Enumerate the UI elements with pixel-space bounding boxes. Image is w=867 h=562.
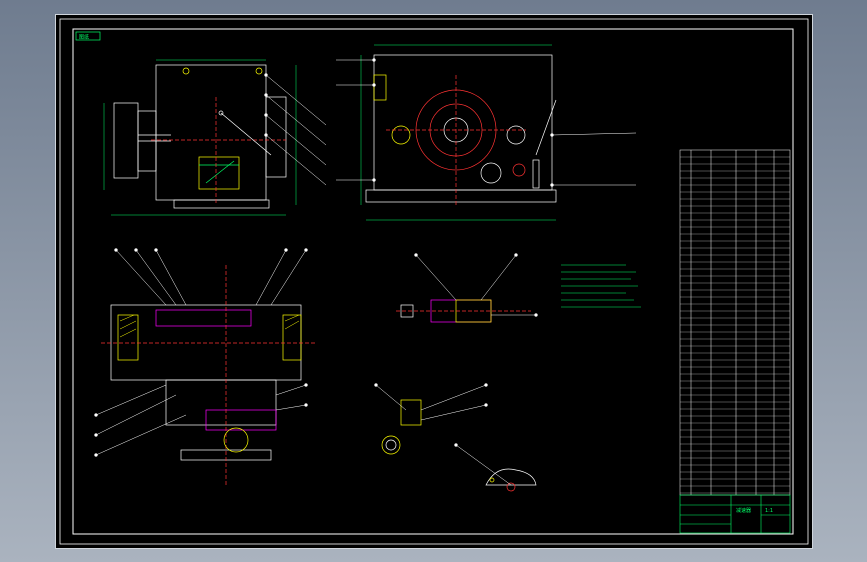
leader-line — [275, 384, 307, 396]
leader-balloon — [484, 403, 488, 407]
leader-line — [420, 404, 487, 421]
side-view — [113, 64, 287, 209]
leader-line — [95, 414, 187, 456]
leader-line — [155, 249, 187, 306]
leader-balloon — [304, 248, 308, 252]
detail-view — [381, 399, 537, 492]
leader-lines — [94, 58, 637, 486]
inner-frame — [72, 28, 794, 535]
leader-line — [551, 132, 637, 136]
leader-line — [265, 114, 327, 166]
leader-balloon — [264, 73, 268, 77]
leader-balloon — [372, 83, 376, 87]
leader-line — [415, 254, 457, 301]
leader-balloon — [94, 453, 98, 457]
technical-notes — [561, 264, 641, 308]
leader-balloon — [134, 248, 138, 252]
section-view — [101, 265, 316, 485]
leader-balloon — [94, 413, 98, 417]
leader-balloon — [550, 183, 554, 187]
leader-line — [455, 444, 512, 486]
leader-line — [375, 384, 407, 411]
leader-line — [265, 134, 327, 186]
leader-balloon — [264, 113, 268, 117]
leader-balloon — [264, 93, 268, 97]
assembly-drawing: 图纸 — [59, 18, 809, 545]
leader-line — [135, 249, 177, 306]
leader-balloon — [484, 383, 488, 387]
side-view-dimensions — [103, 59, 297, 216]
leader-balloon — [284, 248, 288, 252]
leader-balloon — [374, 383, 378, 387]
leader-balloon — [514, 253, 518, 257]
title-name-cell: 减速器 — [736, 507, 751, 514]
title-block — [679, 494, 791, 534]
leader-line — [265, 94, 327, 146]
leader-balloon — [154, 248, 158, 252]
leader-balloon — [534, 313, 538, 317]
front-view — [365, 54, 557, 205]
leader-line — [270, 249, 307, 306]
leader-balloon — [304, 383, 308, 387]
front-view-dimensions — [360, 44, 556, 221]
leader-balloon — [372, 178, 376, 182]
leader-line — [95, 384, 167, 416]
cad-viewport[interactable]: 图纸 — [55, 14, 813, 549]
leader-line — [420, 384, 487, 411]
leader-balloon — [454, 443, 458, 447]
outer-frame — [59, 18, 809, 545]
leader-balloon — [114, 248, 118, 252]
leader-line — [275, 404, 307, 411]
partial-section-view — [396, 299, 531, 323]
leader-balloon — [264, 133, 268, 137]
leader-balloon — [414, 253, 418, 257]
leader-line — [255, 249, 287, 306]
leader-balloon — [94, 433, 98, 437]
sheet-tag: 图纸 — [79, 34, 89, 41]
parts-list — [679, 149, 791, 496]
leader-balloon — [550, 133, 554, 137]
leader-balloon — [304, 403, 308, 407]
leader-balloon — [372, 58, 376, 62]
parts-list-rows — [680, 156, 790, 494]
title-scale-cell: 1:1 — [765, 508, 773, 514]
sheet-tag-box — [75, 31, 101, 41]
leader-line — [115, 249, 167, 306]
section-view-hatch — [119, 314, 300, 338]
leader-line — [95, 394, 177, 436]
leader-line — [480, 254, 517, 301]
leader-line — [265, 74, 327, 126]
